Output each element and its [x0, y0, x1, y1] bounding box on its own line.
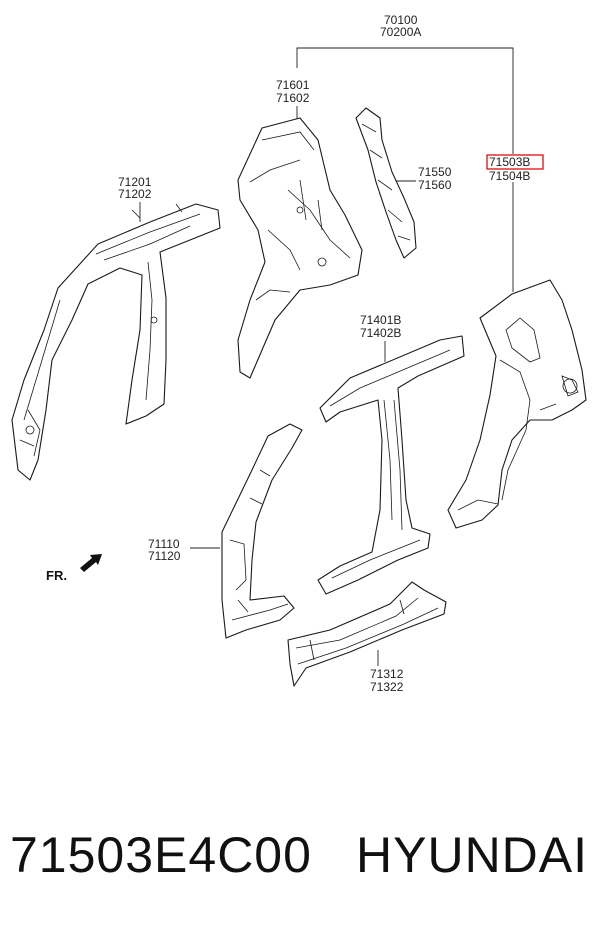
direction-arrow-icon [80, 554, 102, 572]
label-assembly-top-2: 70200A [380, 25, 421, 39]
label-quarter-inner-2: 71602 [276, 91, 310, 105]
direction-label: FR. [46, 568, 67, 583]
front-pillar-part [11, 203, 221, 481]
label-front-lower-2: 71120 [148, 549, 181, 563]
label-front-lower-1: 71110 [148, 537, 180, 551]
assembly-bracket-line [296, 47, 514, 154]
label-center-pillar-1: 71401B [360, 313, 401, 327]
label-quarter-outer-1: 71503B [489, 155, 530, 169]
quarter-reinforcement-part [355, 107, 417, 259]
front-lower-pillar-part [221, 423, 303, 639]
label-quarter-reinforce-1: 71550 [418, 165, 452, 179]
side-sill-part [287, 581, 447, 687]
label-front-pillar-2: 71202 [118, 187, 152, 201]
part-number-caption: 71503E4C00 [10, 827, 312, 883]
label-side-sill-2: 71322 [370, 680, 404, 694]
quarter-inner-panel [237, 117, 363, 379]
label-front-pillar-1: 71201 [118, 175, 152, 189]
label-side-sill-1: 71312 [370, 667, 404, 681]
highlight-box [486, 154, 544, 170]
label-center-pillar-2: 71402B [360, 326, 401, 340]
brand-caption: HYUNDAI [356, 827, 589, 883]
quarter-outer-panel [447, 279, 587, 529]
label-quarter-reinforce-2: 71560 [418, 178, 452, 192]
center-pillar-part [317, 335, 465, 595]
label-quarter-outer-2: 71504B [489, 169, 530, 183]
label-assembly-top-1: 70100 [384, 13, 418, 27]
label-quarter-inner-1: 71601 [276, 78, 310, 92]
